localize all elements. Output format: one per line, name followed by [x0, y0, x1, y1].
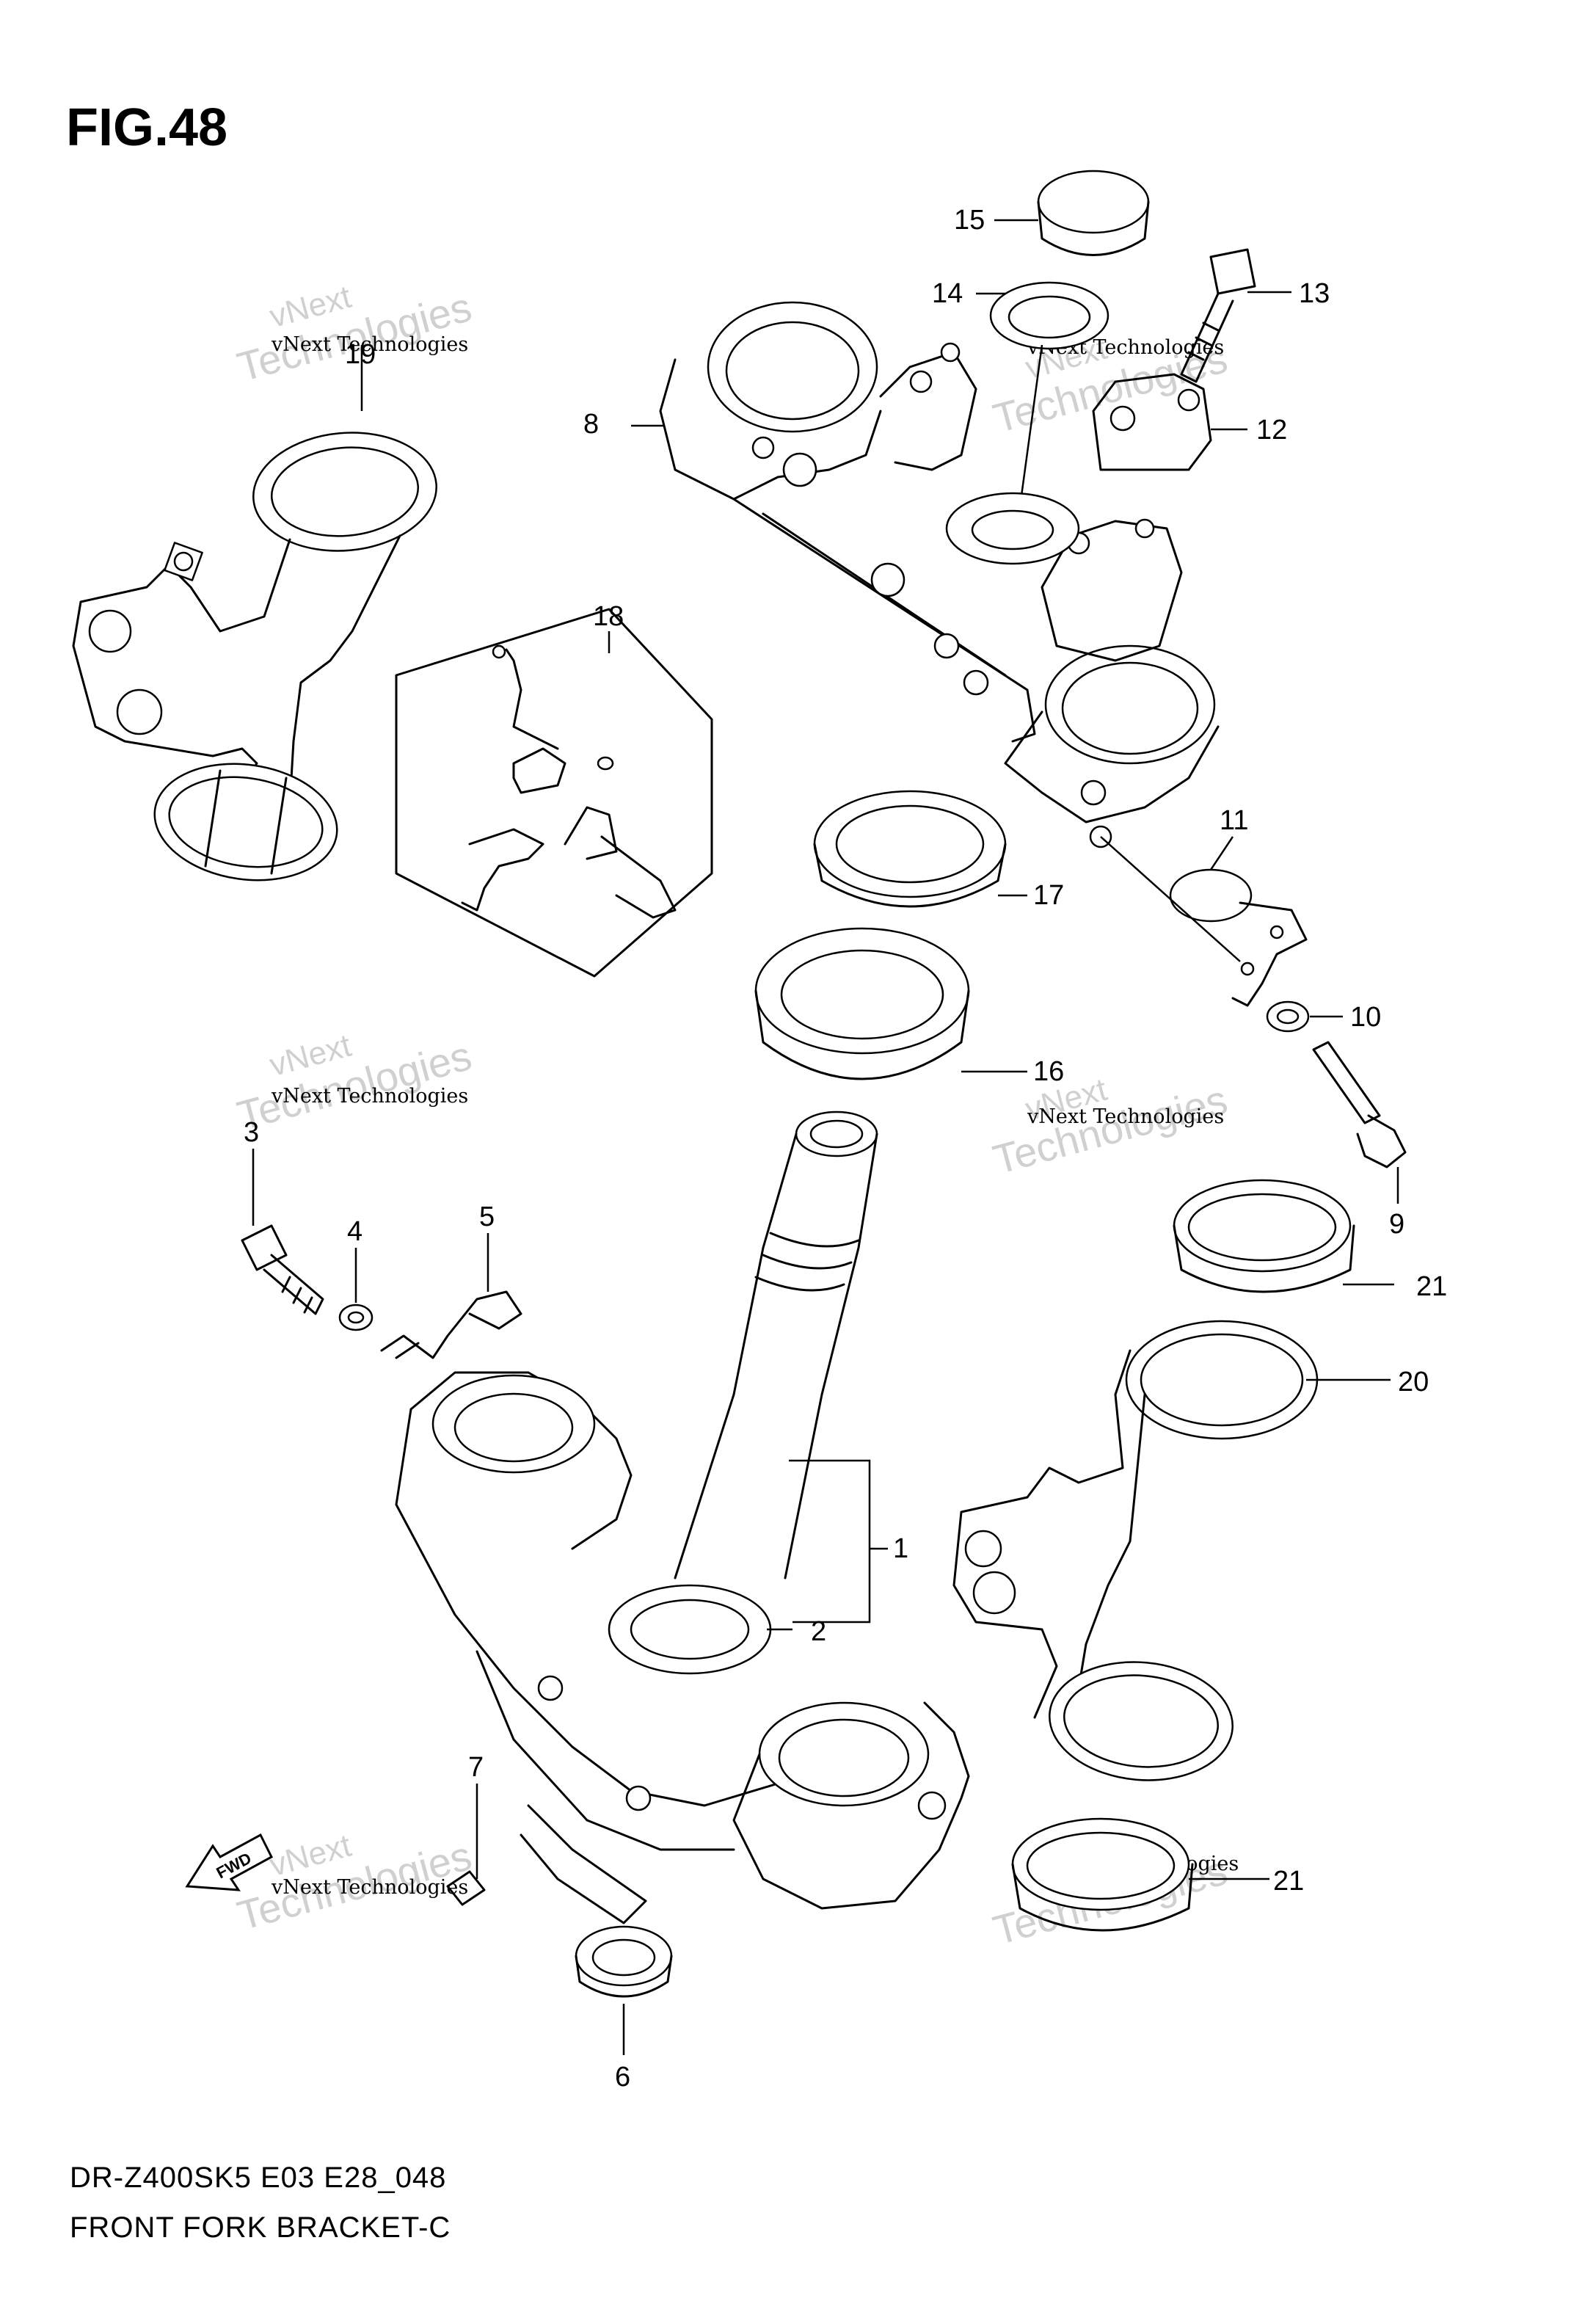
figure-title: FIG.48: [66, 98, 227, 157]
model-code: DR-Z400SK5 E03 E28_048: [70, 2162, 446, 2194]
part-10-washer: [1266, 1000, 1343, 1033]
callout-21-upper: 21: [1416, 1271, 1447, 1302]
part-6-7-hose-clamp: [446, 1784, 673, 2055]
callout-15: 15: [954, 205, 985, 236]
callout-9: 9: [1389, 1209, 1404, 1240]
part-13-bolt: [1180, 248, 1291, 383]
callout-20: 20: [1398, 1367, 1429, 1397]
part-17-lock-nut: [813, 790, 1027, 908]
callout-11: 11: [1220, 805, 1248, 836]
watermark-tag-1: vNext Technologies: [271, 333, 468, 356]
callout-8: 8: [583, 409, 599, 440]
callout-12: 12: [1256, 415, 1287, 446]
watermark-tag-3: vNext Technologies: [271, 1085, 468, 1108]
callout-6: 6: [615, 2062, 630, 2093]
part-18-steering-lock-set: [395, 608, 713, 978]
callout-16: 16: [1033, 1056, 1064, 1087]
part-1-lower-bracket: [395, 1110, 970, 1910]
diagram-caption: FRONT FORK BRACKET-C: [70, 2211, 451, 2244]
part-15-cap: [994, 170, 1150, 256]
part-12-handlebar-holder: [1092, 373, 1247, 471]
callout-18: 18: [593, 601, 624, 632]
callout-4: 4: [347, 1216, 362, 1247]
part-19-guide-bracket: [72, 345, 437, 881]
part-21-lower-seal: [1011, 1817, 1269, 1932]
callout-1: 1: [893, 1533, 908, 1564]
callout-2: 2: [811, 1616, 826, 1647]
part-5-clip: [380, 1233, 522, 1359]
callout-13: 13: [1299, 278, 1330, 309]
callout-10: 10: [1350, 1002, 1381, 1033]
callout-labels: 1 2 3 4 5 6 7 8 9 10 11 12 13 14 15 16 1…: [244, 205, 1447, 2093]
part-3-bolt: [241, 1149, 324, 1315]
callout-5: 5: [479, 1202, 495, 1232]
watermark-tag-4: vNext Technologies: [1027, 1105, 1224, 1128]
callout-19: 19: [345, 339, 376, 370]
part-8-upper-bracket: [631, 301, 1220, 848]
part-9-bolt: [1312, 1041, 1407, 1204]
callout-3: 3: [244, 1117, 259, 1148]
part-21-upper-seal: [1173, 1179, 1394, 1293]
callout-21-lower: 21: [1273, 1866, 1304, 1897]
part-14-washer: [945, 281, 1109, 565]
fwd-arrow: FWD: [185, 1833, 273, 1891]
watermark-5: vNext Technologies: [233, 1828, 476, 1939]
part-11-hose-clamp-plate: [1100, 836, 1308, 1007]
part-16-bearing: [754, 927, 1027, 1080]
callout-17: 17: [1033, 880, 1064, 911]
watermark-tag-5: vNext Technologies: [271, 1876, 468, 1899]
part-20-guide-bracket: [952, 1320, 1391, 1781]
part-4-washer: [338, 1248, 374, 1331]
watermark-3: vNext Technologies: [233, 1028, 476, 1139]
callout-7: 7: [468, 1752, 484, 1783]
callout-14: 14: [932, 278, 963, 309]
